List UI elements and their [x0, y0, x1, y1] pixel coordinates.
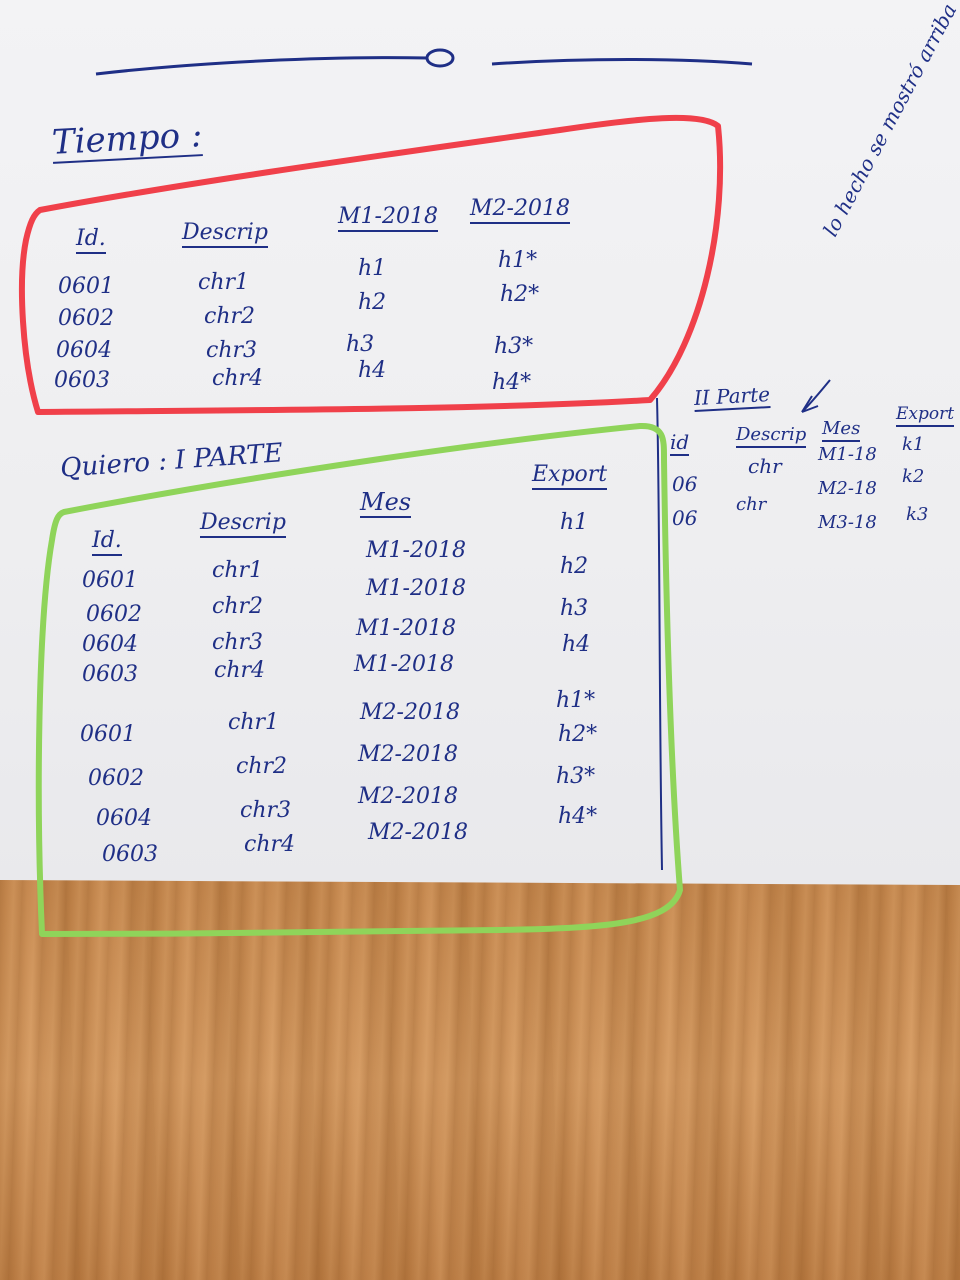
quiero-cell-export: h1*: [556, 688, 596, 713]
quiero-cell-mes: M2-2018: [360, 700, 460, 725]
quiero-cell-mes: M2-2018: [358, 742, 458, 767]
quiero-cell-mes: M2-2018: [358, 784, 458, 809]
parte2-cell-export: k3: [906, 504, 929, 525]
parte2-header-mes: Mes: [822, 420, 861, 442]
quiero-cell-descrip: chr4: [244, 832, 296, 857]
parte2-cell-descrip: chr: [736, 494, 767, 515]
green-highlight-box: [35, 422, 683, 937]
tiempo-cell-descrip: chr1: [198, 270, 250, 295]
tiempo-cell-m1: h2: [358, 290, 387, 315]
quiero-cell-id: 0604: [96, 806, 152, 831]
top-rule-left: [95, 56, 429, 76]
quiero-cell-id: 0601: [82, 568, 138, 593]
parte2-header-descrip: Descrip: [736, 426, 807, 448]
quiero-cell-mes: M2-2018: [368, 820, 468, 845]
top-rule-right: [491, 58, 753, 66]
tiempo-cell-id: 0603: [54, 368, 110, 393]
tiempo-title: Tiempo :: [50, 115, 204, 164]
quiero-cell-id: 0601: [80, 722, 136, 747]
quiero-cell-descrip: chr2: [236, 754, 288, 779]
tiempo-cell-m2: h1*: [498, 248, 538, 273]
quiero-cell-export: h3*: [556, 764, 596, 789]
quiero-cell-export: h2: [560, 554, 589, 579]
quiero-cell-descrip: chr4: [214, 658, 266, 683]
wooden-table: [0, 880, 960, 1280]
quiero-header-descrip: Descrip: [200, 512, 286, 538]
tiempo-header-descrip: Descrip: [182, 222, 268, 248]
tiempo-cell-descrip: chr3: [206, 338, 258, 363]
tiempo-header-m2: M2-2018: [470, 198, 570, 224]
quiero-cell-export: h4: [562, 632, 591, 657]
parte2-cell-mes: M1-18: [818, 444, 877, 465]
tiempo-cell-id: 0601: [58, 274, 114, 299]
quiero-header-export: Export: [532, 464, 608, 490]
quiero-cell-mes: M1-2018: [366, 538, 466, 563]
parte2-cell-mes: M2-18: [818, 478, 877, 499]
tiempo-cell-descrip: chr2: [204, 304, 256, 329]
divider-line: [656, 397, 663, 871]
tiempo-cell-m1: h1: [358, 256, 387, 281]
tiempo-header-m1: M1-2018: [338, 206, 438, 232]
tiempo-cell-m1: h4: [358, 358, 387, 383]
tiempo-cell-m2: h4*: [492, 370, 532, 395]
quiero-cell-id: 0603: [82, 662, 138, 687]
quiero-cell-export: h1: [560, 510, 589, 535]
red-highlight-box: [19, 114, 724, 415]
quiero-cell-id: 0602: [88, 766, 144, 791]
quiero-cell-export: h3: [560, 596, 589, 621]
parte2-cell-descrip: chr: [748, 454, 782, 478]
tiempo-cell-m1: h3: [346, 332, 375, 357]
parte2-header-export: Export: [896, 406, 955, 427]
tiempo-cell-descrip: chr4: [212, 366, 264, 391]
quiero-cell-mes: M1-2018: [356, 616, 456, 641]
quiero-header-mes: Mes: [360, 488, 412, 518]
parte2-cell-export: k1: [902, 434, 925, 455]
quiero-cell-descrip: chr1: [228, 710, 280, 735]
quiero-cell-export: h2*: [558, 722, 598, 747]
tiempo-cell-m2: h2*: [500, 282, 540, 307]
parte2-cell-export: k2: [902, 466, 925, 487]
tiempo-cell-id: 0602: [58, 306, 114, 331]
quiero-cell-descrip: chr3: [212, 630, 264, 655]
quiero-header-id: Id.: [92, 530, 122, 556]
top-rule-circle: [425, 48, 455, 68]
quiero-cell-descrip: chr3: [240, 798, 292, 823]
quiero-cell-id: 0604: [82, 632, 138, 657]
quiero-cell-export: h4*: [558, 804, 598, 829]
quiero-cell-descrip: chr2: [212, 594, 264, 619]
quiero-cell-id: 0603: [102, 842, 158, 867]
tiempo-cell-m2: h3*: [494, 334, 534, 359]
quiero-cell-descrip: chr1: [212, 558, 264, 583]
parte2-cell-id: 06: [672, 506, 698, 530]
quiero-cell-mes: M1-2018: [366, 576, 466, 601]
parte2-title: II Parte: [693, 382, 771, 412]
parte2-header-id: id: [670, 430, 690, 456]
arrow-head: [801, 395, 819, 413]
quiero-cell-mes: M1-2018: [354, 652, 454, 677]
quiero-cell-id: 0602: [86, 602, 142, 627]
tiempo-header-id: Id.: [76, 228, 106, 254]
tiempo-cell-id: 0604: [56, 338, 112, 363]
parte2-cell-mes: M3-18: [818, 512, 877, 533]
parte2-cell-id: 06: [672, 472, 698, 496]
